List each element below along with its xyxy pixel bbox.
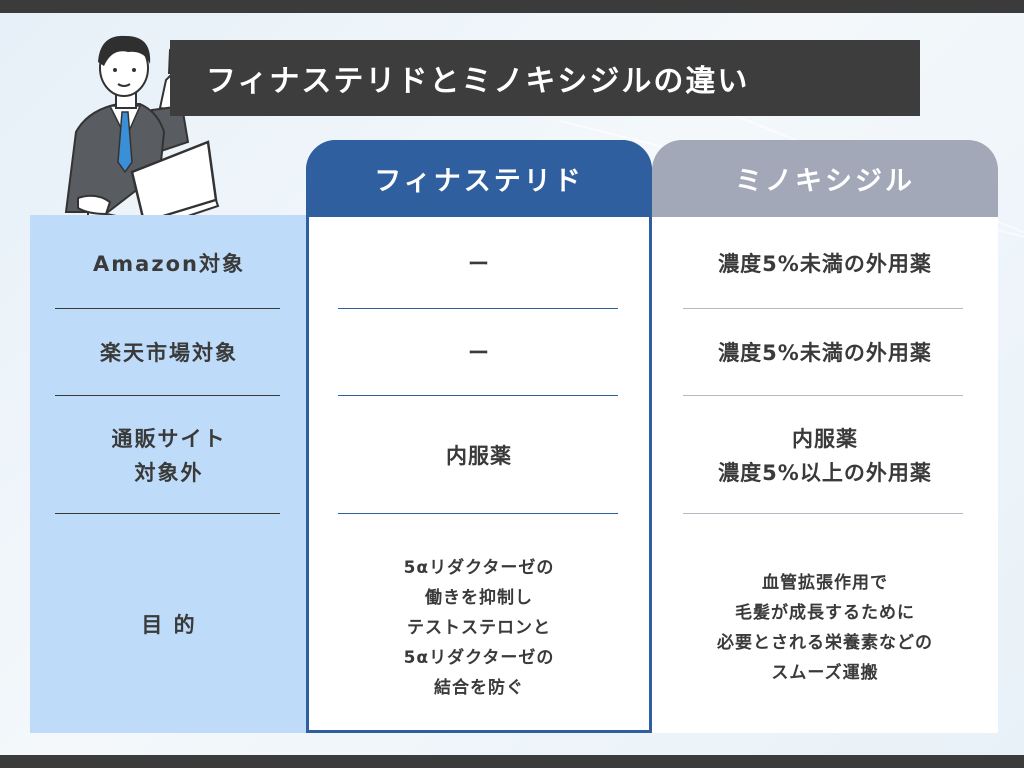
row-divider: [338, 513, 618, 514]
page-title: フィナステリドとミノキシジルの違い: [170, 40, 920, 116]
row-label-amazon: Amazon対象: [93, 252, 245, 276]
row-label-panel: [30, 215, 308, 733]
row-divider: [683, 513, 963, 514]
row-label-rakuten: 楽天市場対象: [100, 341, 238, 365]
minoxidil-column: [652, 140, 998, 733]
row-divider: [55, 513, 280, 514]
minoxidil-cell-rakuten: 濃度5%未満の外用薬: [718, 341, 932, 365]
row-divider: [338, 308, 618, 309]
minoxidil-cell-amazon: 濃度5%未満の外用薬: [718, 252, 932, 276]
top-bar: [0, 0, 1024, 13]
finasteride-cell-purpose: 5αリダクターゼの 働きを抑制し テストステロンと 5αリダクターゼの 結合を防…: [403, 557, 555, 698]
row-divider: [683, 395, 963, 396]
minoxidil-cell-purpose: 血管拡張作用で 毛髪が成長するために 必要とされる栄養素などの スムーズ運搬: [717, 572, 933, 683]
minoxidil-cell-not-covered: 内服薬 濃度5%以上の外用薬: [718, 427, 932, 485]
row-label-purpose: 目 的: [141, 613, 197, 637]
row-divider: [683, 308, 963, 309]
row-divider: [55, 308, 280, 309]
minoxidil-column-header: ミノキシジル: [652, 140, 998, 217]
bottom-bar: [0, 755, 1024, 768]
row-divider: [55, 395, 280, 396]
finasteride-cell-amazon: ー: [468, 252, 490, 276]
finasteride-cell-rakuten: ー: [468, 341, 490, 365]
finasteride-column-header: フィナステリド: [306, 140, 652, 217]
row-label-not-covered: 通販サイト 対象外: [111, 427, 227, 485]
finasteride-cell-not-covered: 内服薬: [446, 444, 512, 468]
row-divider: [338, 395, 618, 396]
